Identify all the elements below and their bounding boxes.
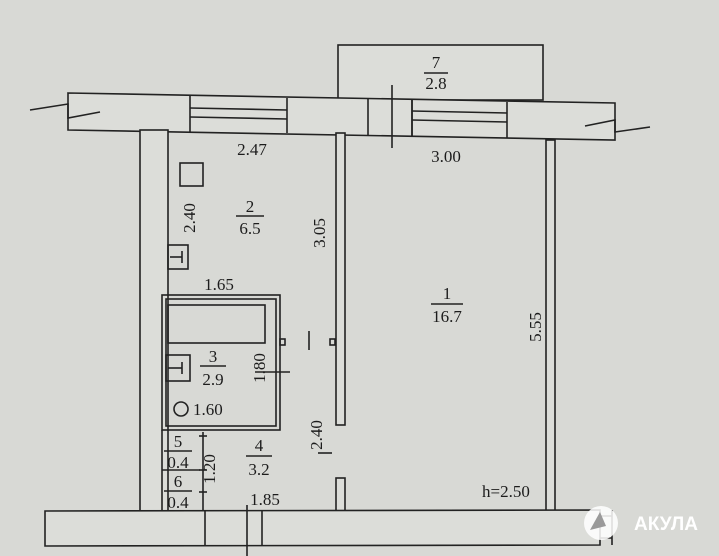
wall-break-right <box>584 119 651 133</box>
dimension-1-20: 1.20 <box>200 454 219 484</box>
bathroom-wall-outer <box>161 294 281 431</box>
svg-text:1: 1 <box>443 284 452 303</box>
svg-text:2.8: 2.8 <box>425 74 446 93</box>
dimension-1-60: 1.60 <box>193 400 223 419</box>
room-5-label: 5 0.4 <box>164 432 192 472</box>
right-wall <box>545 139 556 513</box>
dimension-3-00: 3.00 <box>431 147 461 166</box>
room-1-label: 1 16.7 <box>431 284 463 326</box>
wall-break-left <box>29 103 101 119</box>
svg-text:5: 5 <box>174 432 183 451</box>
svg-text:АКУЛА: АКУЛА <box>634 514 698 535</box>
dimension-2-40-hall: 2.40 <box>307 420 326 450</box>
bottom-wall <box>44 509 601 547</box>
bathtub-icon <box>167 304 266 344</box>
svg-text:3.2: 3.2 <box>248 460 269 479</box>
dimension-1-85: 1.85 <box>250 490 280 509</box>
room-4-label: 4 3.2 <box>246 436 272 479</box>
svg-text:0.4: 0.4 <box>167 493 189 512</box>
ceiling-height: h=2.50 <box>482 482 530 501</box>
room-2-label: 2 6.5 <box>236 197 264 238</box>
dimension-1-65: 1.65 <box>204 275 234 294</box>
window-room-2 <box>189 96 288 133</box>
svg-text:6.5: 6.5 <box>239 219 260 238</box>
svg-text:2.9: 2.9 <box>202 370 223 389</box>
svg-text:3: 3 <box>209 347 218 366</box>
left-wall <box>139 129 169 513</box>
svg-text:2: 2 <box>246 197 255 216</box>
watermark: АКУЛА <box>584 506 698 540</box>
svg-text:4: 4 <box>255 436 264 455</box>
room-6-label: 6 0.4 <box>164 472 192 512</box>
bathroom-sink-icon <box>165 354 191 382</box>
dimension-1-80: 1.80 <box>250 353 269 383</box>
room-3-label: 3 2.9 <box>200 347 226 389</box>
svg-text:16.7: 16.7 <box>432 307 462 326</box>
svg-text:6: 6 <box>174 472 183 491</box>
toilet-icon <box>173 401 189 417</box>
dimension-2-40: 2.40 <box>180 203 199 233</box>
svg-text:0.4: 0.4 <box>167 453 189 472</box>
switch-icon <box>279 338 286 346</box>
kitchen-sink-icon <box>167 244 189 270</box>
switch-icon <box>329 338 336 346</box>
room-7-label: 7 2.8 <box>424 53 448 93</box>
entrance-door <box>204 505 263 556</box>
stove-icon <box>179 162 204 187</box>
window-room-1 <box>411 100 508 138</box>
closet-dimension-line <box>199 432 207 510</box>
partition-stub <box>335 477 346 513</box>
dimension-5-55: 5.55 <box>526 312 545 342</box>
svg-text:7: 7 <box>432 53 441 72</box>
dimension-2-47: 2.47 <box>237 140 267 159</box>
dimension-3-05: 3.05 <box>310 218 329 248</box>
partition-wall <box>335 132 346 426</box>
